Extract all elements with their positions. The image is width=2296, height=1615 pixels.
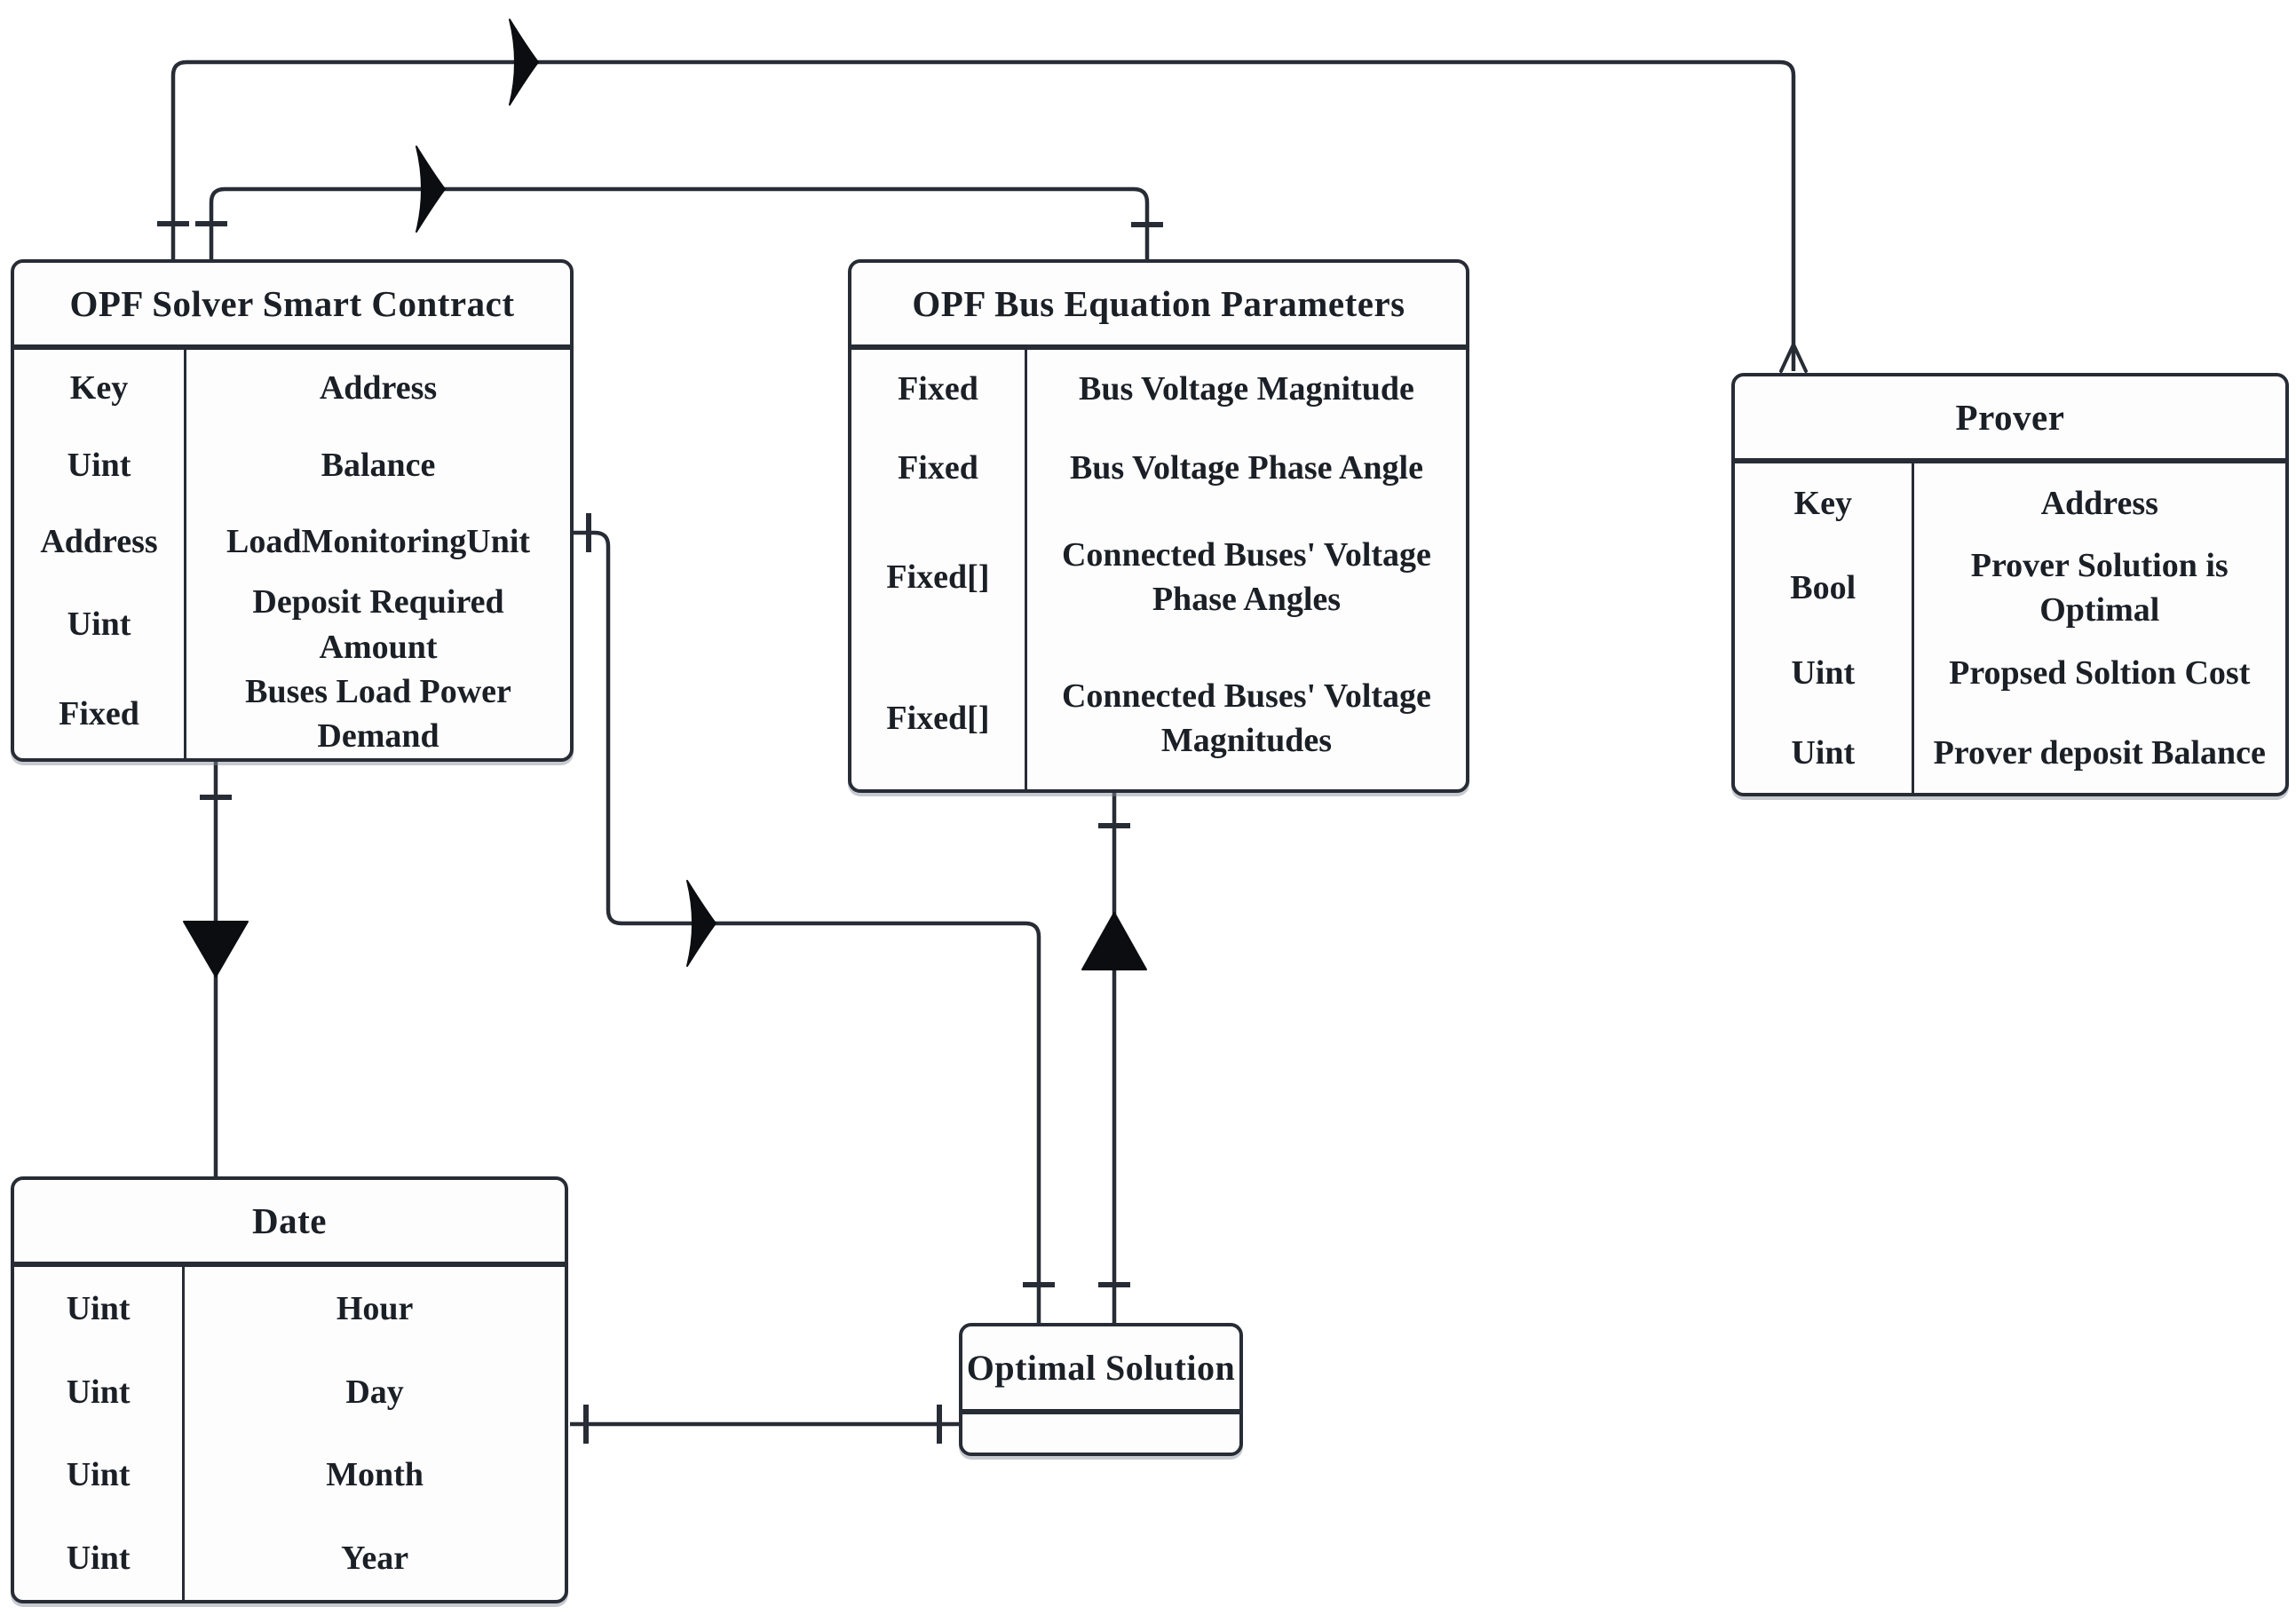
field-type: Address — [14, 503, 187, 581]
entity-rows — [962, 1414, 1239, 1458]
field-type: Uint — [1735, 712, 1914, 794]
entity-rows: Uint Hour Uint Day Uint Month Uint Year — [14, 1267, 565, 1600]
field-type: Fixed[] — [851, 506, 1027, 648]
field-name: Deposit Required Amount — [252, 583, 504, 666]
field-name: Month — [326, 1456, 424, 1494]
table-row: Uint Propsed Soltion Cost — [1735, 632, 2285, 713]
table-row: Fixed Bus Voltage Phase Angle — [851, 428, 1466, 507]
table-row: Uint Prover deposit Balance — [1735, 712, 2285, 794]
table-row: Key Address — [1735, 463, 2285, 544]
field-type: Uint — [14, 426, 187, 503]
table-row: Uint Year — [14, 1516, 565, 1600]
field-name: Balance — [321, 446, 436, 484]
table-row: Fixed[] Connected Buses' Voltage Phase A… — [851, 506, 1466, 648]
triangle-up-icon — [1081, 912, 1147, 970]
field-type: Uint — [14, 1433, 186, 1517]
field-type: Uint — [14, 1516, 186, 1600]
field-type: Uint — [14, 1350, 186, 1434]
field-name: Connected Buses' Voltage Magnitudes — [1061, 677, 1431, 760]
entity-opf-solver-smart-contract: OPF Solver Smart Contract Key Address Ui… — [11, 259, 574, 762]
empty-row — [962, 1414, 1239, 1458]
open-arrow-up-icon — [1779, 340, 1808, 373]
field-name: Hour — [336, 1289, 414, 1327]
entity-title: OPF Bus Equation Parameters — [851, 263, 1466, 350]
field-name: Buses Load Power Demand — [245, 672, 511, 755]
edge-opfsolver-opfbus — [209, 186, 1150, 261]
entity-rows: Fixed Bus Voltage Magnitude Fixed Bus Vo… — [851, 350, 1466, 789]
field-name: Day — [345, 1373, 404, 1411]
table-row: Bool Prover Solution is Optimal — [1735, 543, 2285, 633]
field-name: Bus Voltage Magnitude — [1078, 370, 1414, 408]
field-name: Year — [341, 1540, 409, 1578]
field-type: Uint — [14, 580, 187, 669]
field-name: Address — [319, 369, 438, 408]
field-type: Uint — [1735, 632, 1914, 713]
entity-title: Prover — [1735, 376, 2285, 463]
table-row: Uint Day — [14, 1350, 565, 1434]
triangle-down-icon — [183, 921, 249, 978]
entity-date: Date Uint Hour Uint Day Uint Month Uint … — [11, 1176, 568, 1603]
field-type: Fixed[] — [851, 647, 1027, 789]
entity-rows: Key Address Uint Balance Address LoadMon… — [14, 350, 570, 758]
edge-opfsolver-optimalsolution — [573, 530, 1041, 1323]
entity-title: OPF Solver Smart Contract — [14, 263, 570, 350]
table-row: Address LoadMonitoringUnit — [14, 503, 570, 581]
field-name: Connected Buses' Voltage Phase Angles — [1061, 536, 1431, 619]
field-name: Prover Solution is Optimal — [1970, 547, 2229, 629]
field-name: Address — [2040, 485, 2158, 523]
filled-arrow-right-icon — [686, 880, 717, 967]
field-name: Bus Voltage Phase Angle — [1069, 448, 1423, 487]
table-row: Fixed Bus Voltage Magnitude — [851, 350, 1466, 429]
entity-opf-bus-equation-parameters: OPF Bus Equation Parameters Fixed Bus Vo… — [848, 259, 1469, 793]
filled-arrow-right-icon — [416, 146, 446, 233]
entity-rows: Key Address Bool Prover Solution is Opti… — [1735, 463, 2285, 794]
edge-opfsolver-prover — [170, 59, 1796, 371]
entity-title: Optimal Solution — [962, 1326, 1239, 1414]
table-row: Key Address — [14, 350, 570, 427]
table-row: Uint Hour — [14, 1267, 565, 1350]
field-type: Fixed — [851, 350, 1027, 429]
entity-optimal-solution: Optimal Solution — [959, 1323, 1243, 1456]
table-row: Fixed Buses Load Power Demand — [14, 669, 570, 758]
field-name: Prover deposit Balance — [1933, 733, 2266, 772]
table-row: Uint Deposit Required Amount — [14, 580, 570, 669]
table-row: Uint Month — [14, 1433, 565, 1517]
field-type: Fixed — [851, 428, 1027, 507]
field-name: Propsed Soltion Cost — [1949, 653, 2251, 692]
field-type: Bool — [1735, 543, 1914, 633]
table-row: Fixed[] Connected Buses' Voltage Magnitu… — [851, 647, 1466, 789]
field-type: Key — [1735, 463, 1914, 544]
field-name: LoadMonitoringUnit — [226, 523, 531, 561]
filled-arrow-right-icon — [509, 19, 539, 106]
entity-prover: Prover Key Address Bool Prover Solution … — [1731, 373, 2289, 796]
field-type: Key — [14, 350, 187, 427]
field-type: Uint — [14, 1267, 186, 1350]
entity-title: Date — [14, 1180, 565, 1267]
table-row: Uint Balance — [14, 426, 570, 503]
field-type: Fixed — [14, 669, 187, 758]
